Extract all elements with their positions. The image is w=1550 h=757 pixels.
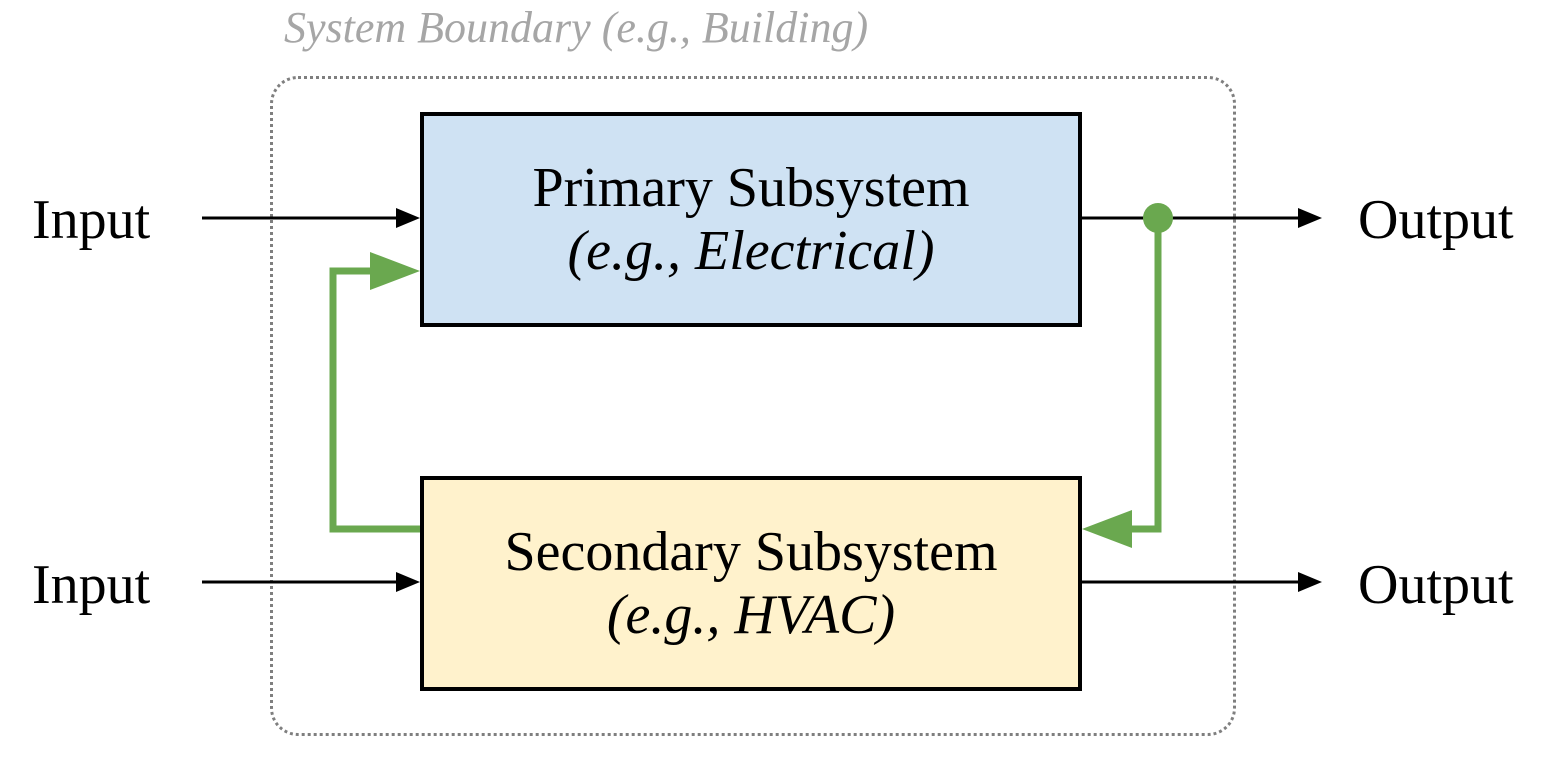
coupling-primary-to-secondary-arrowhead — [1082, 510, 1132, 548]
secondary-output-arrowhead — [1298, 572, 1322, 592]
primary-output-arrowhead — [1298, 208, 1322, 228]
coupling-secondary-to-primary — [329, 267, 420, 533]
secondary-subsystem-title: Secondary Subsystem — [504, 520, 998, 583]
primary-output-label: Output — [1358, 189, 1514, 251]
primary-input-label: Input — [32, 189, 151, 251]
coupling-junction-dot — [1143, 203, 1173, 233]
secondary-input-label: Input — [32, 554, 151, 616]
primary-subsystem-block: Primary Subsystem (e.g., Electrical) — [420, 112, 1082, 327]
secondary-subsystem-example: (e.g., HVAC) — [606, 583, 896, 646]
coupling-secondary-to-primary-arrowhead — [370, 252, 420, 290]
system-boundary-label: System Boundary (e.g., Building) — [284, 3, 869, 52]
coupling-primary-to-secondary — [1128, 218, 1162, 533]
secondary-subsystem-block: Secondary Subsystem (e.g., HVAC) — [420, 476, 1082, 691]
system-boundary — [270, 76, 1236, 736]
secondary-output-label: Output — [1358, 554, 1514, 616]
secondary-input-arrowhead — [396, 572, 420, 592]
primary-subsystem-title: Primary Subsystem — [532, 156, 970, 219]
primary-input-arrowhead — [396, 208, 420, 228]
primary-subsystem-example: (e.g., Electrical) — [567, 219, 935, 282]
